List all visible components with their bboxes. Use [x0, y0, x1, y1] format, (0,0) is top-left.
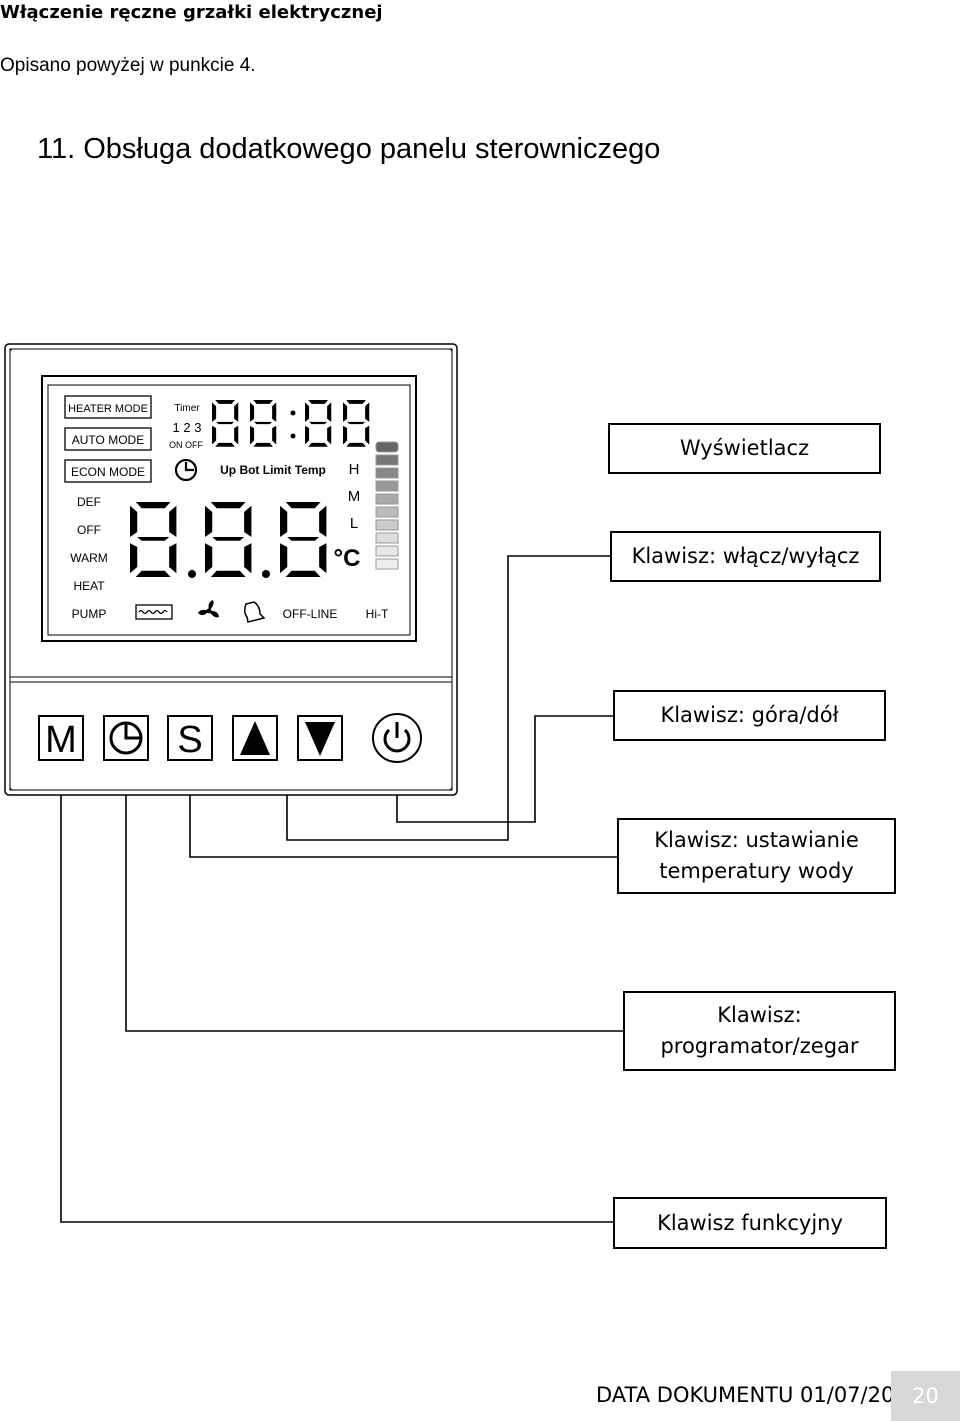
callout-set-temperature-line2: temperatury wody [659, 859, 854, 883]
connector-lines [60, 555, 624, 1223]
lcd-display [41, 375, 417, 642]
temp-line-label: Up Bot Limit Temp [220, 463, 326, 477]
pump-label: PUMP [72, 607, 107, 621]
up-key[interactable] [232, 715, 278, 761]
arrow-down-icon [305, 722, 335, 756]
bell-icon [243, 601, 266, 623]
function-key-label: M [45, 719, 77, 761]
set-key-label: S [177, 719, 202, 761]
hi-t-label: Hi-T [366, 607, 389, 621]
on-off-label: ON OFF [169, 440, 203, 450]
section-title: 11. Obsługa dodatkowego panelu sterownic… [37, 133, 661, 165]
temperature-digits [130, 502, 327, 578]
heading-manual-heater: Włączenie ręczne grzałki elektrycznej [0, 2, 383, 23]
callout-clock: Klawisz: programator/zegar [623, 991, 896, 1071]
lcd-clock-icon [174, 458, 198, 482]
callout-function: Klawisz funkcyjny [613, 1197, 887, 1249]
power-icon [383, 722, 411, 753]
callout-updown-text: Klawisz: góra/dół [660, 703, 839, 727]
callout-set-temperature-line1: Klawisz: ustawianie [654, 828, 859, 852]
page-number-text: 20 [912, 1384, 939, 1408]
callout-set-temperature: Klawisz: ustawianie temperatury wody [617, 818, 896, 894]
reference-text: Opisano powyżej w punkcie 4. [0, 55, 256, 76]
function-key[interactable]: M [38, 715, 84, 761]
clock-key[interactable] [103, 715, 149, 761]
arrow-up-icon [240, 721, 270, 755]
heater-mode-label: HEATER MODE [68, 403, 148, 415]
down-key[interactable] [297, 715, 343, 761]
fan-icon [198, 600, 219, 618]
heater-wave-icon [135, 604, 173, 620]
level-l: L [350, 515, 358, 532]
set-temperature-key[interactable]: S [167, 715, 213, 761]
off-label: OFF [77, 523, 101, 537]
timer-label: Timer [174, 403, 200, 414]
level-m: M [348, 488, 361, 505]
degree-celsius: °C [334, 545, 361, 572]
econ-mode-label: ECON MODE [71, 465, 145, 479]
page-number: 20 [891, 1371, 960, 1421]
off-line-label: OFF-LINE [283, 607, 338, 621]
document-date: DATA DOKUMENTU 01/07/2015 [596, 1383, 922, 1407]
auto-mode-label: AUTO MODE [72, 433, 144, 447]
callout-display-text: Wyświetlacz [679, 436, 810, 460]
callout-display: Wyświetlacz [608, 423, 881, 474]
power-key[interactable] [372, 713, 422, 763]
clock-icon [109, 721, 143, 755]
timer-numbers: 1 2 3 [173, 420, 202, 435]
level-h: H [349, 461, 360, 478]
callout-clock-line1: Klawisz: [717, 1003, 802, 1027]
time-digits [212, 400, 370, 447]
callout-function-text: Klawisz funkcyjny [657, 1210, 843, 1235]
heat-label: HEAT [73, 579, 105, 593]
def-label: DEF [77, 495, 101, 509]
callout-clock-line2: programator/zegar [660, 1034, 859, 1058]
level-bar [375, 441, 399, 570]
callout-power-text: Klawisz: włącz/wyłącz [631, 544, 860, 568]
warm-label: WARM [70, 551, 108, 565]
callout-power: Klawisz: włącz/wyłącz [610, 531, 881, 582]
callout-updown: Klawisz: góra/dół [613, 690, 886, 741]
